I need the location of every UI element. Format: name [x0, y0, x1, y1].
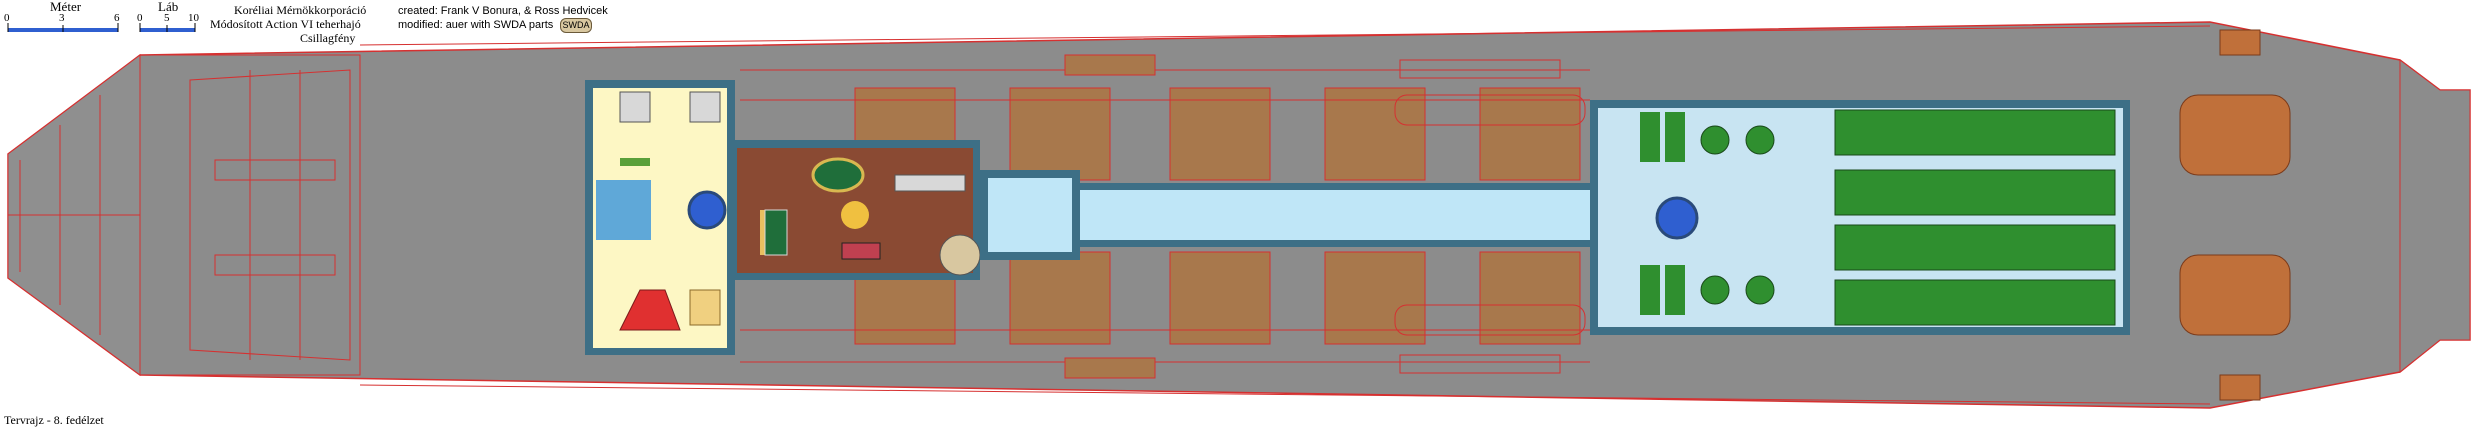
cargo-hold: [1590, 100, 2130, 335]
created-credit: created: Frank V Bonura, & Ross Hedvicek: [398, 5, 608, 17]
meter-scale-bar: [7, 23, 119, 32]
foot-tick-0: 0: [137, 12, 143, 24]
modified-credit: modified: auer with SWDA parts: [398, 19, 554, 31]
swda-badge: SWDA: [560, 18, 592, 33]
model-text: Módosított Action VI teherhajó: [210, 17, 361, 31]
forward-panel: [139, 54, 361, 376]
meter-tick-3: 3: [59, 12, 65, 24]
meter-scale-label: Méter: [50, 0, 82, 14]
main-corridor: [980, 170, 1600, 260]
lounge: [730, 140, 981, 280]
foot-scale-bar: [139, 23, 196, 32]
foot-scale-label: Láb: [158, 0, 179, 14]
foot-tick-10: 10: [188, 12, 199, 24]
engines: [2179, 29, 2471, 401]
foot-tick-5: 5: [164, 12, 170, 24]
ship-name-text: Csillagfény: [300, 31, 356, 45]
lower-bays: [854, 251, 1581, 379]
meter-tick-6: 6: [114, 12, 120, 24]
manufacturer-text: Koréliai Mérnökkorporáció: [234, 3, 367, 17]
deck-caption: Tervrajz - 8. fedélzet: [4, 413, 104, 427]
meter-tick-0: 0: [4, 12, 10, 24]
crew-quarters: [585, 80, 735, 355]
